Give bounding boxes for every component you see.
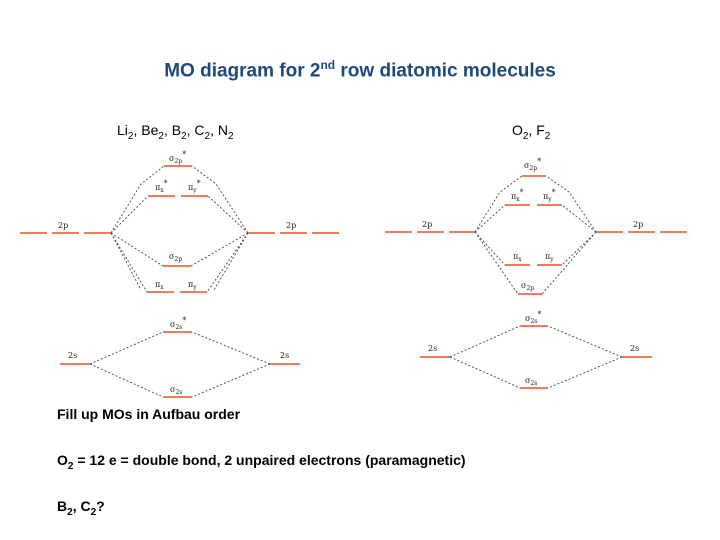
left-2p-correlation-lines xyxy=(110,165,165,293)
title-superscript: nd xyxy=(320,58,336,72)
mo-diagram-right: 2p 2p σ2p* πx* πy* πx πy σ2p 2s 2s xyxy=(385,157,687,389)
left-atom-2s-label: 2s xyxy=(68,351,77,360)
sigma-2s-label: σ2s xyxy=(525,376,537,387)
sigma-2s-label: σ2s xyxy=(170,385,182,396)
left-atom-2s-label: 2s xyxy=(428,344,437,353)
right-2p-correlation-lines xyxy=(190,165,249,293)
caption-left-molecules: Li2, Be2, B2, C2, N2 xyxy=(117,122,234,142)
right-atom-2p-label: 2p xyxy=(286,221,296,230)
2s-correlation-lines-right-diagram xyxy=(449,325,623,389)
slide-title: MO diagram for 2nd row diatomic molecule… xyxy=(0,58,720,82)
left-atom-2p-label: 2p xyxy=(422,220,432,229)
pi-y-label: πy xyxy=(188,280,197,291)
pi-x-label: πx xyxy=(155,280,164,291)
body-line-aufbau: Fill up MOs in Aufbau order xyxy=(57,406,241,422)
right-2p-correlation-lines xyxy=(541,175,597,295)
mo-diagram-left: 2p 2p σ2p* πx* πy* σ2p πx πy 2s xyxy=(20,150,339,398)
title-main: MO diagram for 2 xyxy=(164,60,321,82)
pi-y-label: πy xyxy=(545,252,554,263)
caption-right-molecules: O2, F2 xyxy=(512,122,551,142)
sigma-2p-label: σ2p xyxy=(169,252,182,263)
sigma-2s-star-label: σ2s* xyxy=(525,310,541,325)
pi-y-star-label: πy* xyxy=(543,188,556,203)
left-atom-2p-label: 2p xyxy=(58,221,68,230)
sigma-2p-star-label: σ2p* xyxy=(169,150,186,165)
pi-x-star-label: πx* xyxy=(511,188,524,203)
title-rest: row diatomic molecules xyxy=(335,60,556,82)
body-line-o2: O2 = 12 e = double bond, 2 unpaired elec… xyxy=(57,452,466,472)
sigma-2p-star-label: σ2p* xyxy=(524,157,541,172)
right-atom-2s-label: 2s xyxy=(280,351,289,360)
pi-x-label: πx xyxy=(513,252,522,263)
left-2p-correlation-lines xyxy=(474,175,523,295)
body-line-b2-c2: B2, C2? xyxy=(57,498,105,518)
right-atom-2p-label: 2p xyxy=(633,220,643,229)
right-atom-2s-label: 2s xyxy=(630,344,639,353)
pi-y-star-label: πy* xyxy=(188,179,201,194)
2s-correlation-lines-left-diagram xyxy=(89,331,271,398)
sigma-2p-label: σ2p xyxy=(521,281,534,292)
sigma-2s-star-label: σ2s* xyxy=(170,316,186,331)
pi-x-star-label: πx* xyxy=(155,179,168,194)
